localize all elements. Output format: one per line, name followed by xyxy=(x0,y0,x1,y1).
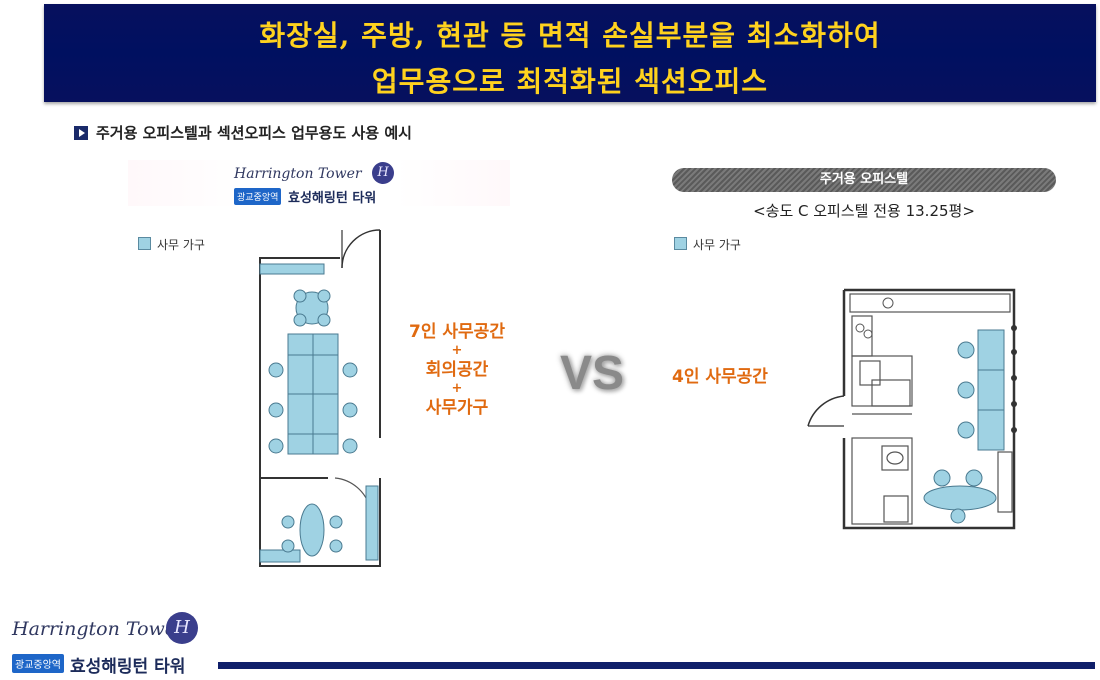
banner-line-2: 업무용으로 최적화된 섹션오피스 xyxy=(371,65,769,98)
desc-line: 사무가구 xyxy=(425,398,489,418)
header-banner: 화장실, 주방, 현관 등 면적 손실부분을 최소화하여 업무용으로 최적화된 … xyxy=(44,4,1096,102)
footer-divider xyxy=(218,662,1095,669)
section-office-floorplan xyxy=(259,229,381,567)
vs-label: VS xyxy=(560,347,625,400)
residential-officetel-subtitle: <송도 C 오피스텔 전용 13.25평> xyxy=(753,202,975,220)
footer-logo-emblem-icon: H xyxy=(166,612,198,644)
legend-right-label: 사무 가구 xyxy=(693,238,741,252)
furniture-swatch-icon xyxy=(138,237,151,250)
legend-left: 사무 가구 xyxy=(138,236,205,253)
subtitle-text: 주거용 오피스텔과 섹션오피스 업무용도 사용 예시 xyxy=(96,124,412,142)
desc-line: + xyxy=(451,381,463,396)
logo-script: Harrington Tower xyxy=(234,166,362,182)
footer-logo-script: Harrington Tower xyxy=(12,618,186,640)
logo-top: Harrington Tower H 광교중앙역 효성해링턴 타워 xyxy=(128,160,510,206)
legend-right: 사무 가구 xyxy=(674,236,741,253)
play-square-icon xyxy=(74,126,88,140)
right-plan-description: 4인 사무공간 xyxy=(672,367,768,387)
residential-officetel-pill: 주거용 오피스텔 xyxy=(672,168,1056,192)
banner-line-1: 화장실, 주방, 현관 등 면적 손실부분을 최소화하여 xyxy=(259,19,881,52)
desc-line: 회의공간 xyxy=(425,360,489,380)
brand-name: 효성해링턴 타워 xyxy=(288,191,377,206)
left-plan-description: 7인 사무공간 + 회의공간 + 사무가구 xyxy=(392,320,522,420)
section-subtitle: 주거용 오피스텔과 섹션오피스 업무용도 사용 예시 xyxy=(74,122,412,143)
footer-station-badge: 광교중앙역 xyxy=(12,654,64,673)
station-badge: 광교중앙역 xyxy=(234,188,282,205)
furniture-swatch-icon xyxy=(674,237,687,250)
desc-line: 7인 사무공간 xyxy=(409,322,505,342)
residential-officetel-floorplan xyxy=(807,288,1017,530)
logo-emblem-icon: H xyxy=(372,162,394,184)
desc-line: + xyxy=(451,343,463,358)
footer-brand-name: 효성해링턴 타워 xyxy=(70,657,186,677)
legend-left-label: 사무 가구 xyxy=(157,238,205,252)
